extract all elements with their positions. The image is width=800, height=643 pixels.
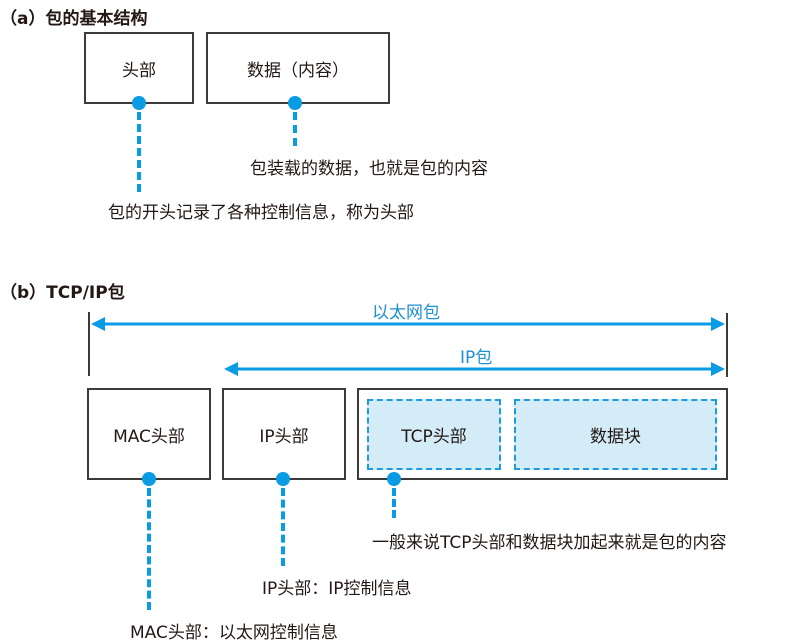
arrowhead-right-icon [711, 362, 725, 376]
arrowhead-left-icon [224, 362, 238, 376]
ethernet-span-arrow [91, 317, 725, 331]
data-content-box-label: 数据（内容） [247, 60, 349, 81]
mac-leader-line [147, 488, 151, 610]
tcp-note: 一般来说TCP头部和数据块加起来就是包的内容 [372, 533, 727, 553]
ip-span-arrow [224, 362, 725, 376]
data-leader-line [293, 112, 297, 146]
tcp-anchor-dot [387, 472, 401, 486]
mac-anchor-dot [142, 472, 156, 486]
ethernet-right-boundary [726, 313, 728, 377]
ip-note: IP头部：IP控制信息 [262, 579, 412, 599]
data-note: 包装载的数据，也就是包的内容 [250, 159, 488, 179]
arrowhead-left-icon [91, 317, 105, 331]
arrowhead-right-icon [711, 317, 725, 331]
ip-header-label: IP头部 [259, 426, 309, 447]
ethernet-left-boundary [88, 312, 90, 376]
tcp-header-box: TCP头部 [367, 399, 501, 470]
header-box-label: 头部 [122, 60, 156, 81]
ip-header-box: IP头部 [222, 388, 346, 480]
tcp-header-label: TCP头部 [401, 427, 467, 447]
mac-header-box: MAC头部 [87, 388, 211, 480]
ip-anchor-dot [276, 472, 290, 486]
data-content-box: 数据（内容） [206, 32, 390, 104]
header-anchor-dot [132, 96, 146, 110]
data-block-label: 数据块 [590, 427, 641, 447]
mac-header-label: MAC头部 [113, 426, 185, 447]
data-anchor-dot [288, 96, 302, 110]
header-leader-line [137, 112, 141, 192]
section-b-title: （b）TCP/IP包 [0, 283, 125, 303]
data-block-box: 数据块 [514, 399, 717, 470]
ip-span-label: IP包 [460, 348, 493, 368]
tcp-payload-box: TCP头部 数据块 [357, 388, 728, 480]
tcp-leader-line [392, 488, 396, 518]
section-a-title: （a）包的基本结构 [0, 9, 148, 29]
mac-note: MAC头部：以太网控制信息 [130, 623, 338, 643]
header-note: 包的开头记录了各种控制信息，称为头部 [108, 203, 414, 223]
ethernet-span-label: 以太网包 [372, 303, 440, 323]
ip-leader-line [281, 488, 285, 566]
